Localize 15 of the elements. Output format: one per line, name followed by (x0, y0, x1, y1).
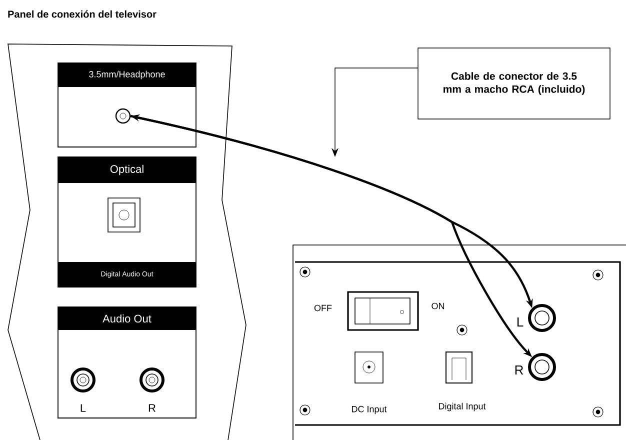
port-label: OFF (314, 304, 332, 312)
port-label: R (515, 366, 524, 374)
port-label: L (517, 318, 524, 326)
device-back-panel (292, 244, 626, 440)
panel-heading: Panel de conexión del televisor (8, 10, 156, 18)
port-label: L (80, 404, 86, 412)
rca-jack (528, 353, 556, 381)
port-label: Digital Input (438, 402, 486, 412)
port-panel: 3.5mm/Headphone (58, 62, 196, 148)
port-label: ON (432, 302, 444, 310)
rca-jack (528, 304, 556, 332)
port-label: DC Input (352, 406, 387, 414)
port-label: R (148, 404, 156, 412)
callout-box: Cable de conector de 3.5 mm a macho RCA (incluido) (418, 48, 610, 120)
headphone-jack (115, 108, 131, 124)
